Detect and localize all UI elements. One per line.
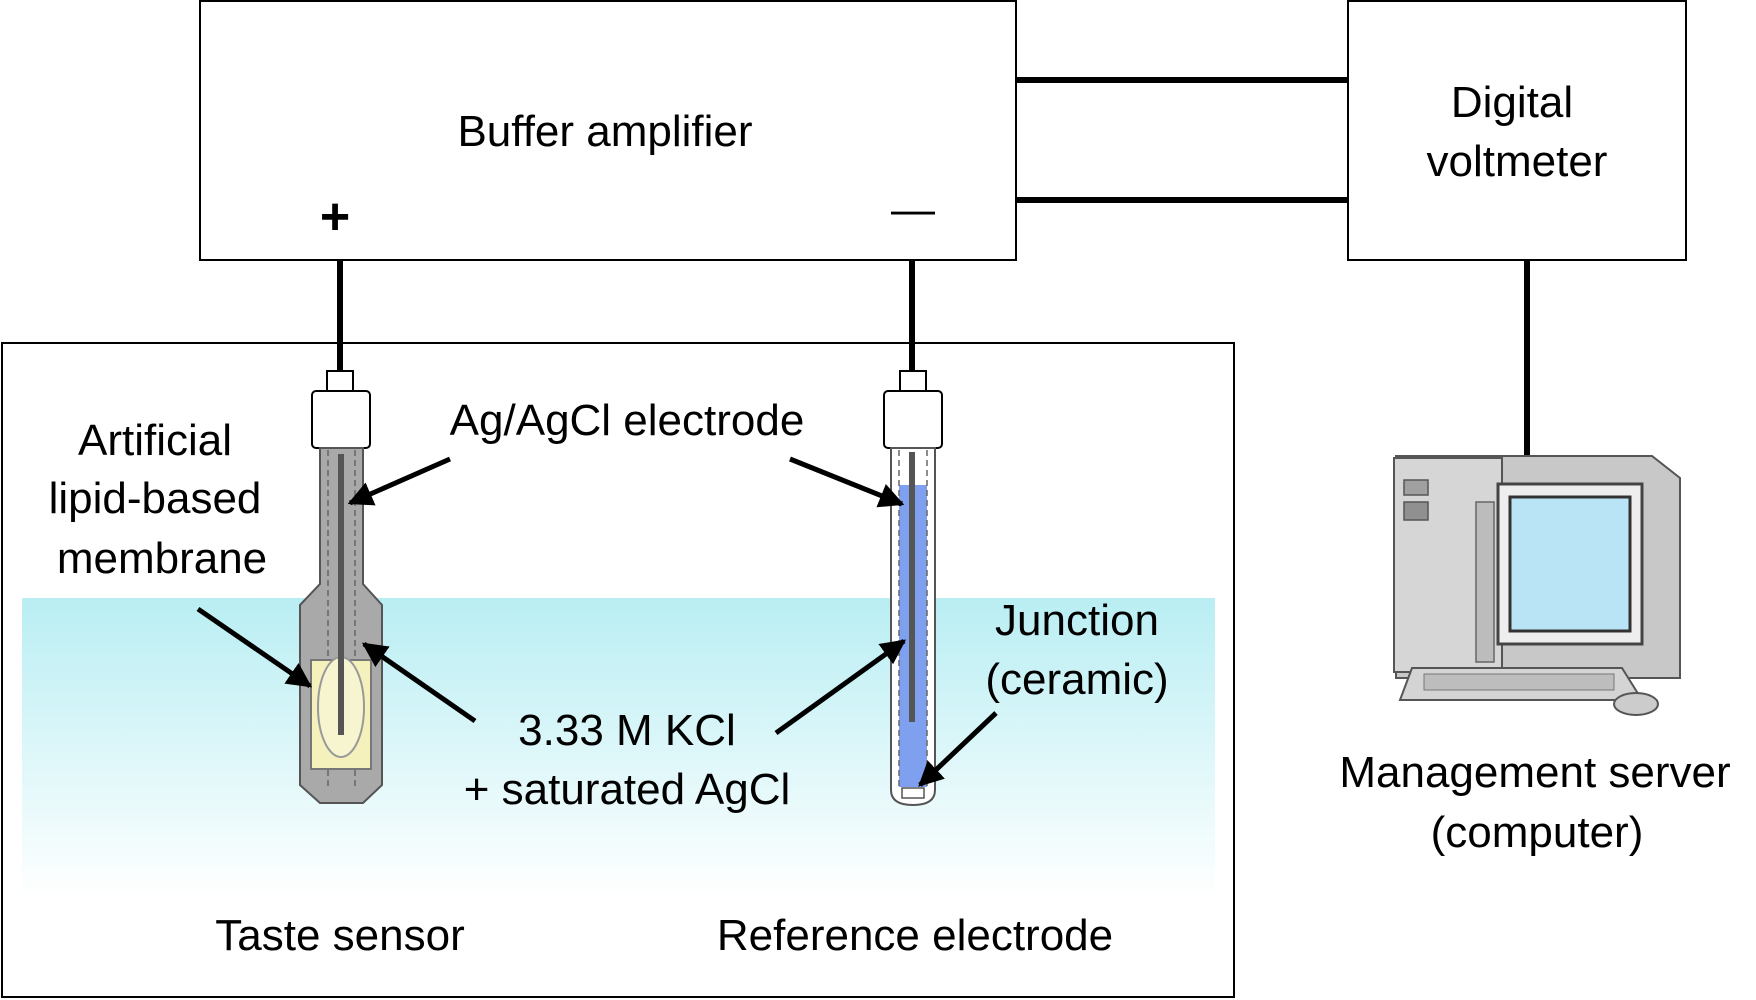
- computer-icon: [1393, 455, 1681, 716]
- junction-label-line-1: Junction: [995, 596, 1159, 645]
- monitor-screen: [1508, 495, 1632, 633]
- arrow-kcl-to-reference: [774, 638, 907, 736]
- digital-voltmeter-box: [1347, 0, 1687, 261]
- electrode-label: Ag/AgCl electrode: [450, 396, 805, 445]
- ceramic-junction: [901, 787, 925, 799]
- server-label-line-2: (computer): [1431, 808, 1644, 857]
- server-label-line-1: Management server: [1339, 748, 1730, 797]
- membrane-label-line-1: Artificial: [78, 416, 232, 465]
- junction-label-line-2: (ceramic): [985, 655, 1168, 704]
- voltmeter-label-line-2: voltmeter: [1427, 137, 1608, 186]
- sample-solution: [22, 598, 1215, 898]
- taste-sensor-electrode: [299, 370, 383, 804]
- buffer-amplifier-box: [199, 0, 1017, 261]
- buffer-amplifier-label: Buffer amplifier: [457, 107, 752, 156]
- membrane-label-line-2: lipid-based: [49, 474, 262, 523]
- plus-terminal: +: [320, 188, 350, 246]
- arrow-junction: [918, 711, 998, 787]
- kcl-label-line-1: 3.33 M KCl: [518, 706, 736, 755]
- membrane-label-line-3: membrane: [57, 534, 267, 583]
- arrow-kcl-to-sensor: [361, 641, 477, 724]
- arrow-membrane: [196, 606, 313, 689]
- minus-terminal: —: [891, 185, 935, 234]
- taste-sensor-label: Taste sensor: [215, 911, 464, 960]
- arrow-electrode-to-reference: [789, 456, 905, 508]
- kcl-label-line-2: + saturated AgCl: [464, 765, 791, 814]
- reference-electrode-label: Reference electrode: [717, 911, 1113, 960]
- reference-electrode: [883, 370, 943, 807]
- voltmeter-label-line-1: Digital: [1451, 78, 1573, 127]
- arrow-electrode-to-sensor: [347, 456, 452, 506]
